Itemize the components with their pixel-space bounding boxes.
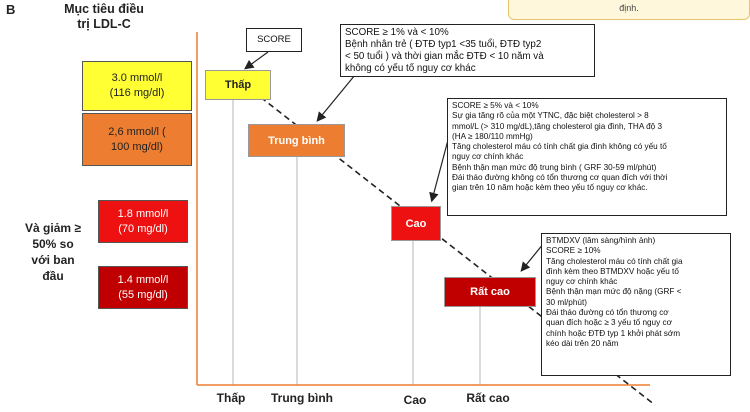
target-value-mgdl: (70 mg/dl) <box>118 222 168 235</box>
reduce-line2: 50% so <box>32 237 74 251</box>
reduce-line4: đầu <box>42 269 64 283</box>
criteria-line: BTMDXV (lâm sàng/hình ảnh) <box>546 236 656 245</box>
target-value-mmol: 2,6 mmol/l ( <box>108 125 166 138</box>
criteria-line: (HA ≥ 180/110 mmHg) <box>452 131 533 141</box>
criteria-line: Bệnh nhân trẻ ( ĐTĐ typ1 <35 tuổi, ĐTĐ t… <box>345 39 542 50</box>
target-value-mgdl: (116 mg/dl) <box>109 87 165 99</box>
arrow-moderate-to-box <box>316 74 356 122</box>
top-right-note: định. <box>508 0 750 20</box>
target-value-mmol: 1.4 mmol/l <box>117 273 169 286</box>
criteria-line: gian trên 10 năm hoặc kèm theo yếu tố ng… <box>452 183 648 193</box>
reduce-50-percent-label: Và giảm ≥ 50% so với ban đầu <box>12 220 94 284</box>
criteria-line: đình kèm theo BTMDXV hoặc yếu tố <box>546 266 679 276</box>
target-value-mmol: 3.0 mmol/l <box>111 72 163 84</box>
ldl-target-moderate: 2,6 mmol/l ( 100 mg/dl) <box>82 113 192 166</box>
criteria-line: Tăng cholesterol máu có tính chất gia <box>546 256 683 266</box>
criteria-line: Tăng cholesterol máu có tính chất gia đì… <box>452 142 667 152</box>
moderate-risk-criteria: SCORE ≥ 1% và < 10% Bệnh nhân trẻ ( ĐTĐ … <box>340 24 595 77</box>
reduce-line3: với ban <box>31 253 75 267</box>
criteria-line: không có yếu tố nguy cơ khác <box>345 63 476 74</box>
criteria-line: Sự gia tăng rõ của một YTNC, đặc biệt ch… <box>452 111 649 121</box>
criteria-line: quan đích hoặc ≥ 3 yếu tố nguy cơ <box>546 318 672 328</box>
risk-level-moderate: Trung bình <box>248 124 345 157</box>
arrow-score-to-low <box>244 51 269 70</box>
ldl-title-line1: Mục tiêu điều <box>64 2 144 16</box>
x-label-moderate: Trung bình <box>271 391 333 405</box>
high-risk-criteria: SCORE ≥ 5% và < 10% Sự gia tăng rõ của m… <box>447 98 727 216</box>
criteria-line: 30 ml/phút) <box>546 297 587 307</box>
x-label-low: Thấp <box>216 391 246 405</box>
target-value-mgdl: 100 mg/dl) <box>111 140 163 153</box>
criteria-line: chính hoặc ĐTĐ typ 1 khởi phát sớm <box>546 328 681 338</box>
very-high-risk-criteria: BTMDXV (lâm sàng/hình ảnh) SCORE ≥ 10% T… <box>541 233 731 376</box>
criteria-line: SCORE ≥ 10% <box>546 246 601 256</box>
ldl-target-very-high: 1.4 mmol/l (55 mg/dl) <box>98 266 188 309</box>
criteria-line: SCORE ≥ 1% và < 10% <box>345 27 449 38</box>
criteria-line: Bệnh thận mạn mức độ nặng (GRF < <box>546 287 682 297</box>
panel-letter: B <box>6 2 16 17</box>
ldl-title-line2: trị LDL-C <box>77 17 131 31</box>
ldl-target-low: 3.0 mmol/l (116 mg/dl) <box>82 61 192 111</box>
criteria-line: nguy cơ chính khác <box>546 277 618 287</box>
criteria-line: SCORE ≥ 5% và < 10% <box>452 101 539 110</box>
criteria-line: nguy cơ chính khác <box>452 152 524 162</box>
target-value-mgdl: (55 mg/dl) <box>118 288 168 301</box>
target-value-mmol: 1.8 mmol/l <box>117 207 169 220</box>
criteria-line: Đái tháo đường không có tổn thương cơ qu… <box>452 173 668 183</box>
criteria-line: < 50 tuổi ) và thời gian mắc ĐTĐ < 10 nă… <box>345 51 544 62</box>
reduce-line1: Và giảm ≥ <box>25 221 81 235</box>
criteria-line: kéo dài trên 20 năm <box>546 338 619 348</box>
criteria-line: mmol/L (> 310 mg/dL),tăng cholesterol gi… <box>452 121 663 131</box>
arrow-high-to-box <box>429 139 449 203</box>
ldl-target-high: 1.8 mmol/l (70 mg/dl) <box>98 200 188 243</box>
criteria-line: Bệnh thận mạn mức độ trung bình ( GRF 30… <box>452 162 657 172</box>
ldl-target-title: Mục tiêu điều trị LDL-C <box>52 2 156 32</box>
score-box: SCORE <box>246 28 302 52</box>
x-label-high: Cao <box>403 393 427 407</box>
x-label-very-high: Rất cao <box>466 391 510 405</box>
criteria-line: Đái tháo đường có tổn thương cơ <box>546 308 669 318</box>
risk-level-high: Cao <box>391 206 441 241</box>
risk-level-very-high: Rất cao <box>444 277 536 307</box>
risk-level-low: Thấp <box>205 70 271 100</box>
